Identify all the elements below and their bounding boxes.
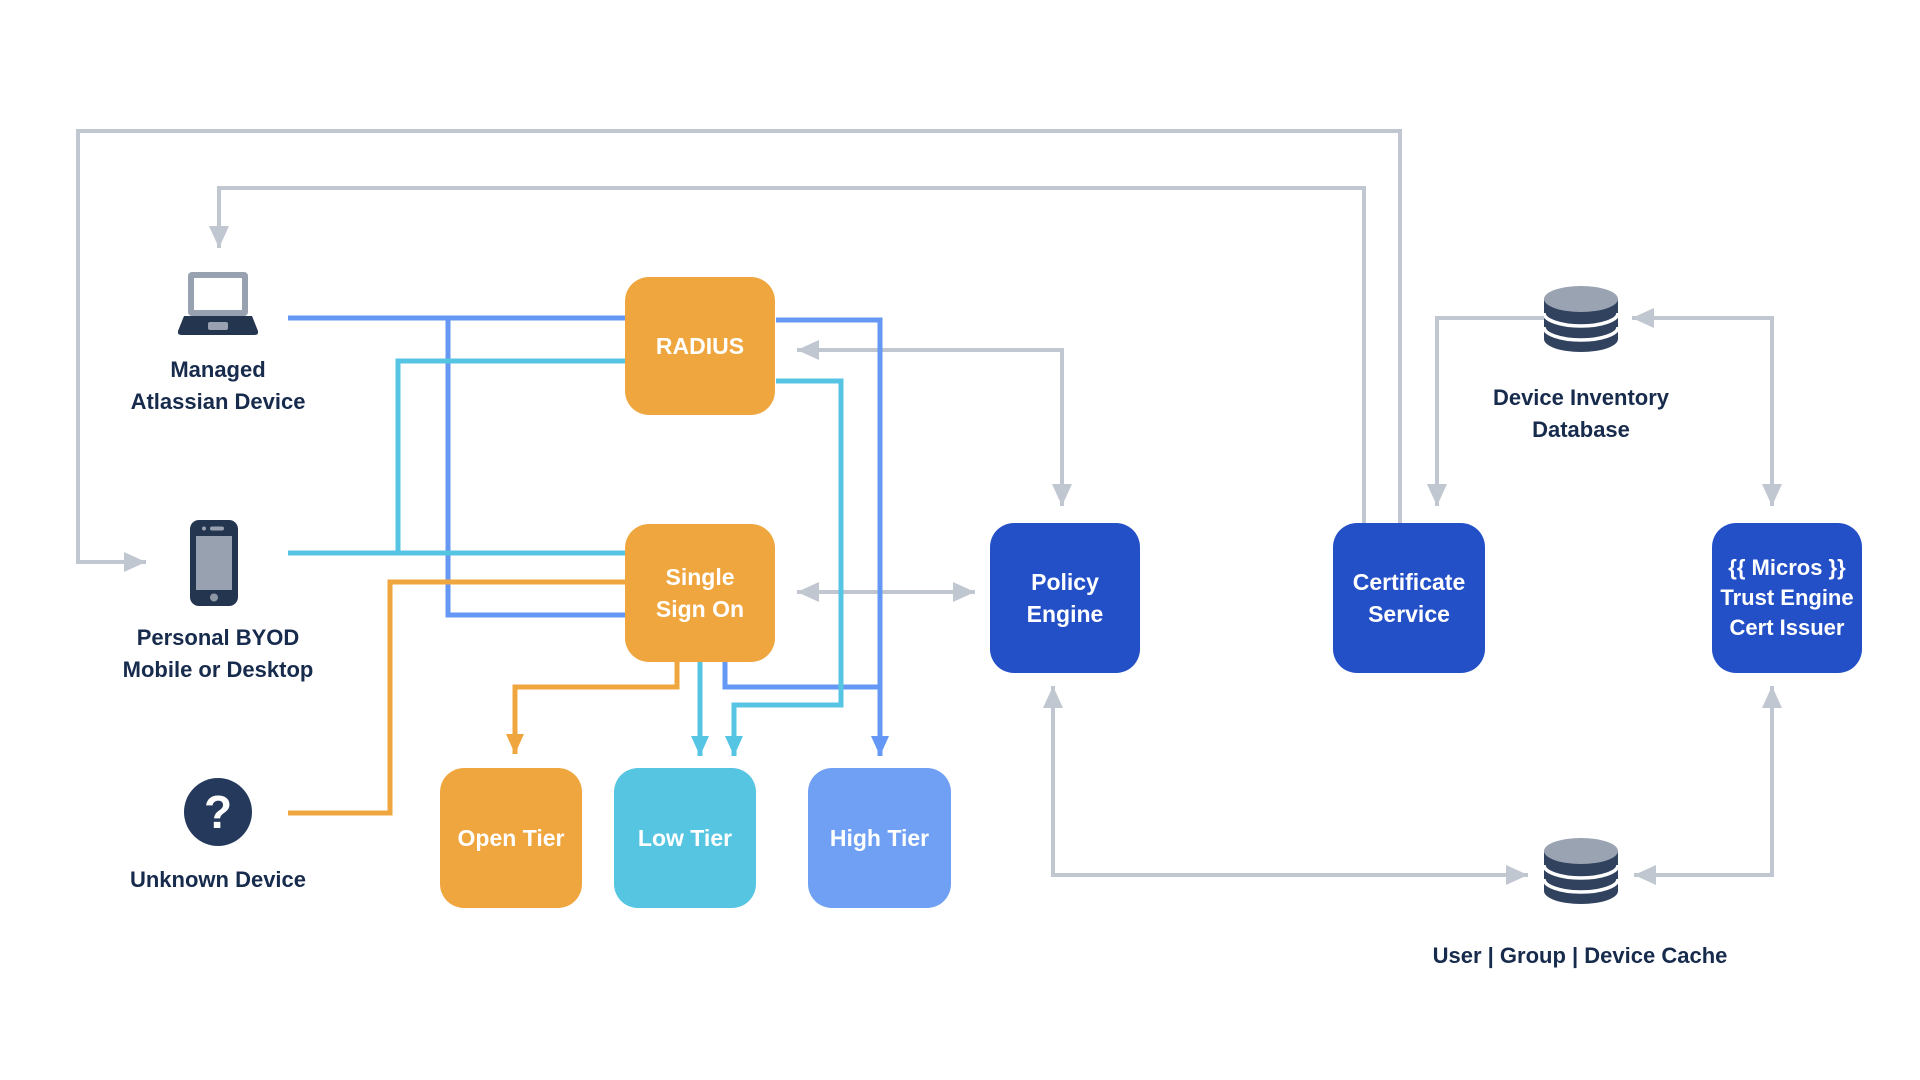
connector-sso-to-opentier xyxy=(506,662,680,754)
connector-inventory-to-cert xyxy=(1427,316,1545,506)
unknown-device-icon: ? xyxy=(184,778,252,846)
open-tier-label: Open Tier xyxy=(457,825,565,851)
byod-device-label-line2: Mobile or Desktop xyxy=(122,657,314,682)
connector-radius-to-lowtier xyxy=(725,378,844,756)
connector-policy-cache xyxy=(1043,686,1528,885)
connector-unknown-to-sso xyxy=(288,579,625,816)
user-cache-label: User | Group | Device Cache xyxy=(1432,943,1728,968)
question-mark-glyph: ? xyxy=(203,786,233,838)
node-certificate-service: Certificate Service xyxy=(1333,523,1485,673)
device-inventory-label-line1: Device Inventory xyxy=(1492,385,1670,410)
device-inventory-label-line2: Database xyxy=(1532,417,1630,442)
node-radius: RADIUS xyxy=(625,277,775,415)
node-low-tier: Low Tier xyxy=(614,768,756,908)
certificate-service-label-line2: Service xyxy=(1368,601,1450,627)
policy-engine-label-line2: Engine xyxy=(1026,601,1104,627)
managed-device-label: Managed Atlassian Device xyxy=(68,354,368,418)
connector-inventory-micros xyxy=(1632,308,1782,506)
connector-sso-to-hightier-join xyxy=(722,662,880,690)
connector-cert-to-byod-loop xyxy=(76,129,1402,572)
smartphone-icon xyxy=(190,520,238,606)
unknown-device-label: Unknown Device xyxy=(129,867,307,892)
managed-device-label-line1: Managed xyxy=(170,357,266,382)
connector-managed-to-sso xyxy=(445,318,625,618)
laptop-icon xyxy=(178,272,258,335)
policy-engine-label-line1: Policy xyxy=(1031,569,1099,595)
user-cache-database-icon xyxy=(1544,838,1618,904)
micros-label-line1: {{ Micros }} xyxy=(1728,555,1846,580)
micros-label-line3: Cert Issuer xyxy=(1729,615,1845,640)
node-high-tier: High Tier xyxy=(808,768,951,908)
device-inventory-label: Device Inventory Database xyxy=(1431,382,1731,446)
node-micros-trust-engine: {{ Micros }} Trust Engine Cert Issuer xyxy=(1712,523,1862,673)
connector-cert-to-managed-loop xyxy=(209,186,1366,523)
byod-device-label-line1: Personal BYOD xyxy=(136,625,300,650)
managed-device-label-line2: Atlassian Device xyxy=(130,389,306,414)
sso-label-line1: Single xyxy=(665,564,735,590)
sso-label-line2: Sign On xyxy=(655,596,745,622)
connector-micros-cache xyxy=(1634,686,1782,885)
connector-radius-to-hightier xyxy=(776,317,889,756)
radius-label: RADIUS xyxy=(655,333,745,359)
node-single-sign-on: Single Sign On xyxy=(625,524,775,662)
device-inventory-database-icon xyxy=(1544,286,1618,352)
low-tier-label: Low Tier xyxy=(637,825,733,851)
byod-device-label: Personal BYOD Mobile or Desktop xyxy=(38,622,398,686)
connector-byod-to-radius xyxy=(395,358,625,553)
node-policy-engine: Policy Engine xyxy=(990,523,1140,673)
high-tier-label: High Tier xyxy=(829,825,930,851)
connector-policy-radius xyxy=(797,340,1072,506)
certificate-service-label-line1: Certificate xyxy=(1352,569,1466,595)
node-open-tier: Open Tier xyxy=(440,768,582,908)
micros-label-line2: Trust Engine xyxy=(1720,585,1854,610)
